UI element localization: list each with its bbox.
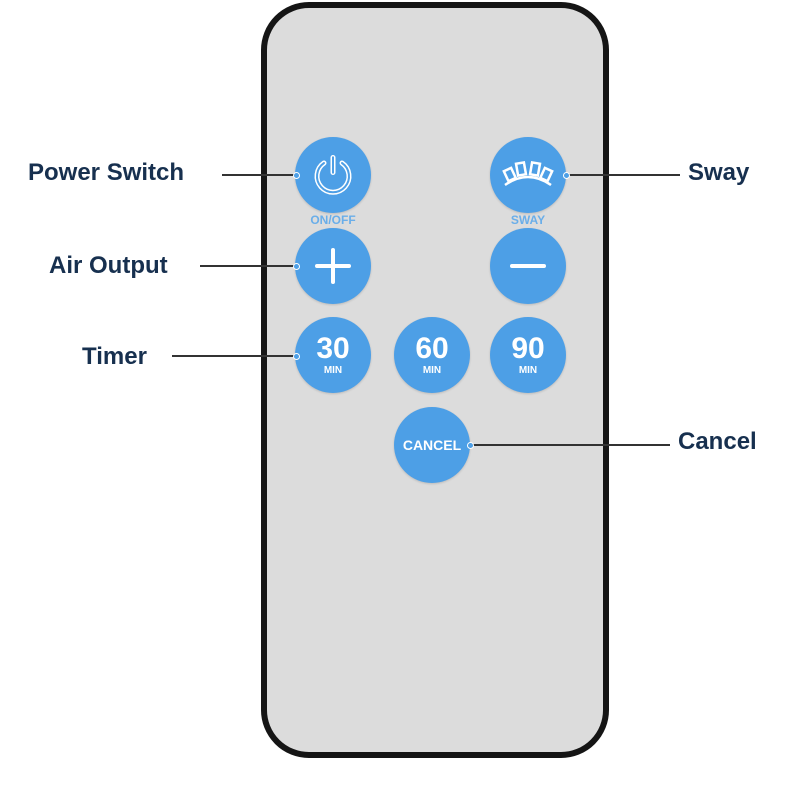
- sway-label: Sway: [688, 159, 750, 186]
- air-output-decrease-button[interactable]: [490, 228, 566, 304]
- sway-button[interactable]: [490, 137, 566, 213]
- power-callout-line: [222, 174, 296, 176]
- callout-dot: [293, 172, 300, 179]
- timer-90-button[interactable]: 90 MIN: [490, 317, 566, 393]
- timer-60-value: 60: [415, 332, 449, 365]
- timer-90-value: 90: [511, 332, 545, 365]
- air-output-increase-button[interactable]: [295, 228, 371, 304]
- cancel-callout-line: [470, 444, 670, 446]
- power-caption: ON/OFF: [310, 213, 356, 227]
- cancel-button[interactable]: CANCEL: [394, 407, 470, 483]
- plus-icon: [315, 248, 351, 284]
- sway-callout-line: [566, 174, 680, 176]
- timer-30-unit: MIN: [323, 365, 343, 376]
- power-icon: [314, 155, 352, 195]
- sway-caption: SWAY: [510, 213, 546, 227]
- sway-icon: [502, 160, 554, 187]
- callout-dot: [293, 263, 300, 270]
- callout-dot: [563, 172, 570, 179]
- cancel-button-label: CANCEL: [402, 437, 462, 453]
- timer-callout-line: [172, 355, 296, 357]
- timer-90-unit: MIN: [518, 365, 538, 376]
- timer-label: Timer: [82, 343, 147, 370]
- power-switch-label: Power Switch: [28, 159, 185, 186]
- callout-dot: [467, 442, 474, 449]
- timer-30-button[interactable]: 30 MIN: [295, 317, 371, 393]
- air-callout-line: [200, 265, 296, 267]
- timer-60-button[interactable]: 60 MIN: [394, 317, 470, 393]
- timer-30-value: 30: [316, 332, 350, 365]
- minus-icon: [510, 264, 546, 268]
- cancel-label: Cancel: [678, 428, 757, 455]
- air-output-label: Air Output: [49, 252, 168, 279]
- power-button[interactable]: [295, 137, 371, 213]
- callout-dot: [293, 353, 300, 360]
- timer-60-unit: MIN: [422, 365, 442, 376]
